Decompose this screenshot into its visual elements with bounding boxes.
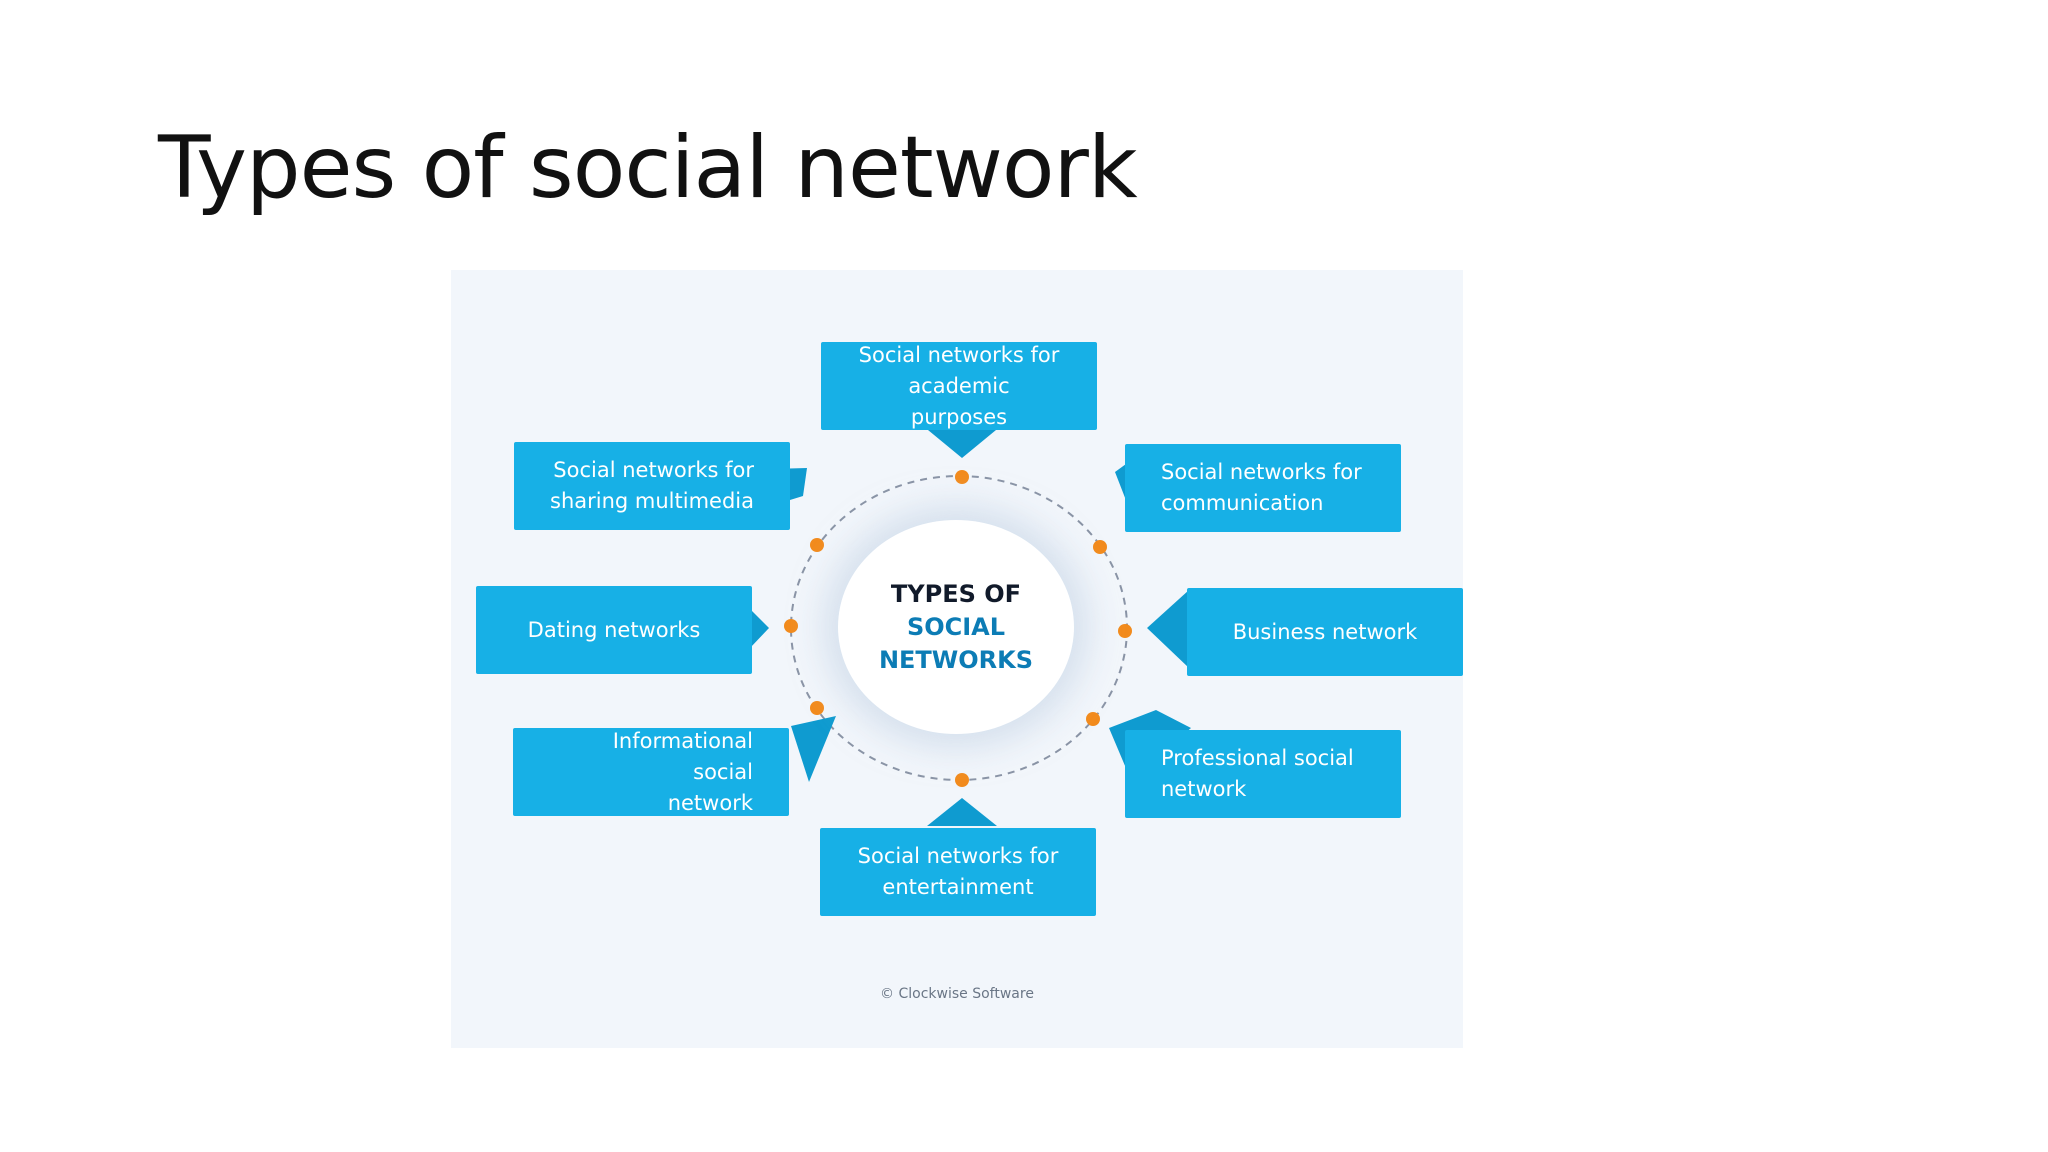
pointer-entertainment — [927, 798, 997, 826]
node-dating-label: Dating networks — [527, 617, 701, 642]
node-multimedia-line2: sharing multimedia — [550, 489, 754, 513]
node-business-label: Business network — [1232, 619, 1418, 644]
node-academic-line2: academic purposes — [908, 373, 1010, 429]
node-communication-line1: Social networks for — [1161, 460, 1362, 484]
node-entertainment-line1: Social networks for — [857, 844, 1059, 868]
node-entertainment: Social networks for entertainment — [820, 828, 1096, 916]
dot-dating — [784, 619, 798, 633]
center-circle: TYPES OF SOCIAL NETWORKS — [838, 520, 1074, 734]
slide-title: Types of social network — [158, 118, 1138, 218]
dot-multimedia — [810, 538, 824, 552]
pointer-informational — [791, 716, 836, 782]
center-title-line3: NETWORKS — [878, 645, 1034, 674]
node-communication: Social networks for communication — [1125, 444, 1401, 532]
pointer-business — [1147, 590, 1189, 668]
node-multimedia-line1: Social networks for — [553, 458, 754, 482]
dot-informational — [810, 701, 824, 715]
node-professional: Professional social network — [1125, 730, 1401, 818]
node-communication-line2: communication — [1161, 491, 1324, 515]
node-multimedia: Social networks for sharing multimedia — [514, 442, 790, 530]
node-professional-line1: Professional social — [1161, 746, 1354, 770]
node-academic: Social networks for academic purposes — [821, 342, 1097, 430]
center-title-line2: SOCIAL — [906, 612, 1006, 641]
node-informational: Informational social network — [513, 728, 789, 816]
node-academic-line1: Social networks for — [858, 342, 1060, 367]
dot-business — [1118, 624, 1132, 638]
pointer-academic — [928, 430, 996, 458]
image-credit: © Clockwise Software — [880, 986, 1034, 1002]
node-professional-line2: network — [1161, 777, 1247, 801]
social-network-types-diagram: TYPES OF SOCIAL NETWORKS Social networks… — [451, 270, 1463, 1048]
node-entertainment-line2: entertainment — [882, 875, 1034, 899]
node-informational-line2: network — [667, 790, 753, 815]
dot-professional — [1086, 712, 1100, 726]
node-business: Business network — [1187, 588, 1463, 676]
dot-entertainment — [955, 773, 969, 787]
node-dating: Dating networks — [476, 586, 752, 674]
dot-communication — [1093, 540, 1107, 554]
dot-academic — [955, 470, 969, 484]
node-informational-line1: Informational social — [612, 728, 753, 784]
center-title-line1: TYPES OF — [890, 579, 1022, 608]
